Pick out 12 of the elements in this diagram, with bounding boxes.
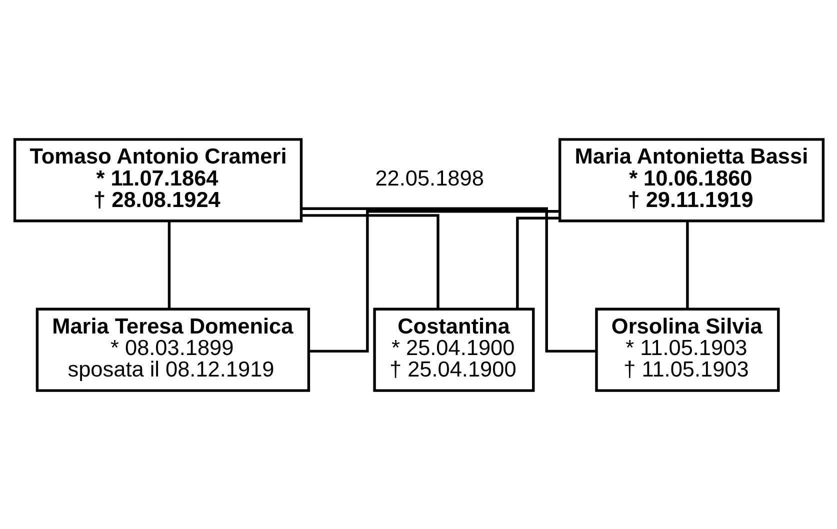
connector	[686, 220, 688, 308]
connector	[300, 214, 439, 308]
label: 22.05.1898	[374, 164, 484, 190]
connector	[167, 220, 170, 308]
node-box: Costantina * 25.04.1900 † 25.04.1900	[372, 307, 534, 392]
connector	[308, 210, 560, 352]
connector	[516, 216, 560, 308]
node-box: Tomaso Antonio Crameri * 11.07.1864 † 28.08.1924	[12, 138, 302, 222]
node-box: Orsolina Silvia * 11.05.1903 † 11.05.1903	[594, 307, 780, 392]
node-box: Maria Antonietta Bassi * 10.06.1860 † 29.11.1919	[558, 138, 824, 222]
node-box: Maria Teresa Domenica * 08.03.1899 sposata il 08.12.1919	[35, 307, 310, 392]
connector	[301, 206, 596, 352]
